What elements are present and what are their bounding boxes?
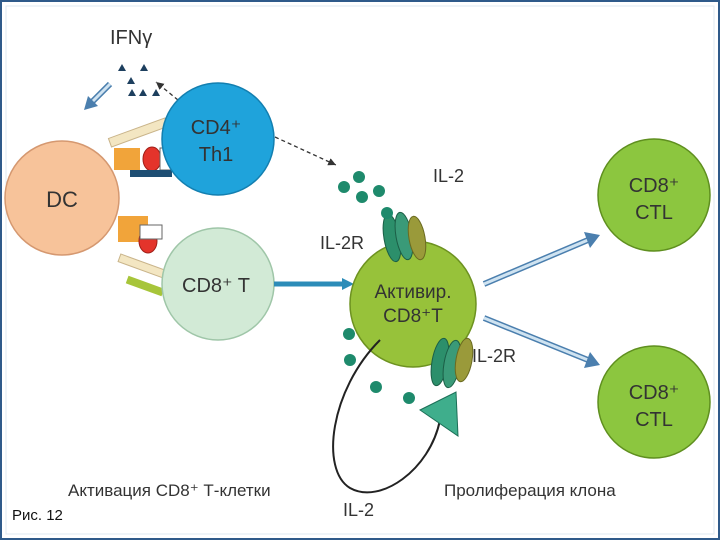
dc-cell xyxy=(4,140,120,256)
autocrine-loop-arrow xyxy=(332,339,441,494)
il2-molecules-top xyxy=(338,171,393,219)
cd4-th1-cell xyxy=(161,82,275,196)
proliferation-caption: Пролиферация клона xyxy=(444,481,616,500)
to-ctl-bottom-arrow xyxy=(482,315,600,368)
ctl-top-line2: CTL xyxy=(635,202,673,224)
il2-molecules-bottom xyxy=(343,328,415,404)
ifn-gamma-molecules xyxy=(118,64,160,96)
th1-label: Th1 xyxy=(199,144,233,166)
cd4-to-il2-dashed-arrow xyxy=(274,136,337,166)
il2-secretion-triangle xyxy=(419,391,459,437)
dc-label: DC xyxy=(46,187,78,212)
ifn-gamma-label: IFNγ xyxy=(110,27,152,49)
ctl-cell-bottom xyxy=(597,345,711,459)
ctl-bottom-line1: CD8⁺ xyxy=(629,382,680,404)
figure-number: Рис. 12 xyxy=(12,507,63,524)
ctl-bottom-line2: CTL xyxy=(635,409,673,431)
cd8-to-activated-arrow xyxy=(274,278,354,290)
il2-bottom-label: IL-2 xyxy=(343,500,374,520)
ctl-top-line1: CD8⁺ xyxy=(629,175,680,197)
activation-caption: Активация CD8⁺ Т-клетки xyxy=(68,481,271,500)
cd4-label: CD4⁺ xyxy=(191,117,242,139)
ctl-cell-top xyxy=(597,138,711,252)
cd8-naive-label: CD8⁺ T xyxy=(182,275,250,297)
il2r-top-label: IL-2R xyxy=(320,233,364,253)
slide-inner-frame xyxy=(5,5,715,535)
cd4-to-ifn-dashed-arrow xyxy=(155,81,179,101)
ifn-to-dc-arrow xyxy=(84,81,113,110)
il2r-bottom-label: IL-2R xyxy=(472,346,516,366)
activated-label-line2: CD8⁺T xyxy=(383,306,443,327)
il2-receptor-bottom xyxy=(430,337,474,389)
il2-receptor-top xyxy=(382,211,427,263)
dc-cd8-receptor-complex xyxy=(117,216,167,297)
to-ctl-top-arrow xyxy=(482,232,600,287)
il2-top-label: IL-2 xyxy=(433,166,464,186)
activated-label-line1: Активир. xyxy=(374,282,451,303)
